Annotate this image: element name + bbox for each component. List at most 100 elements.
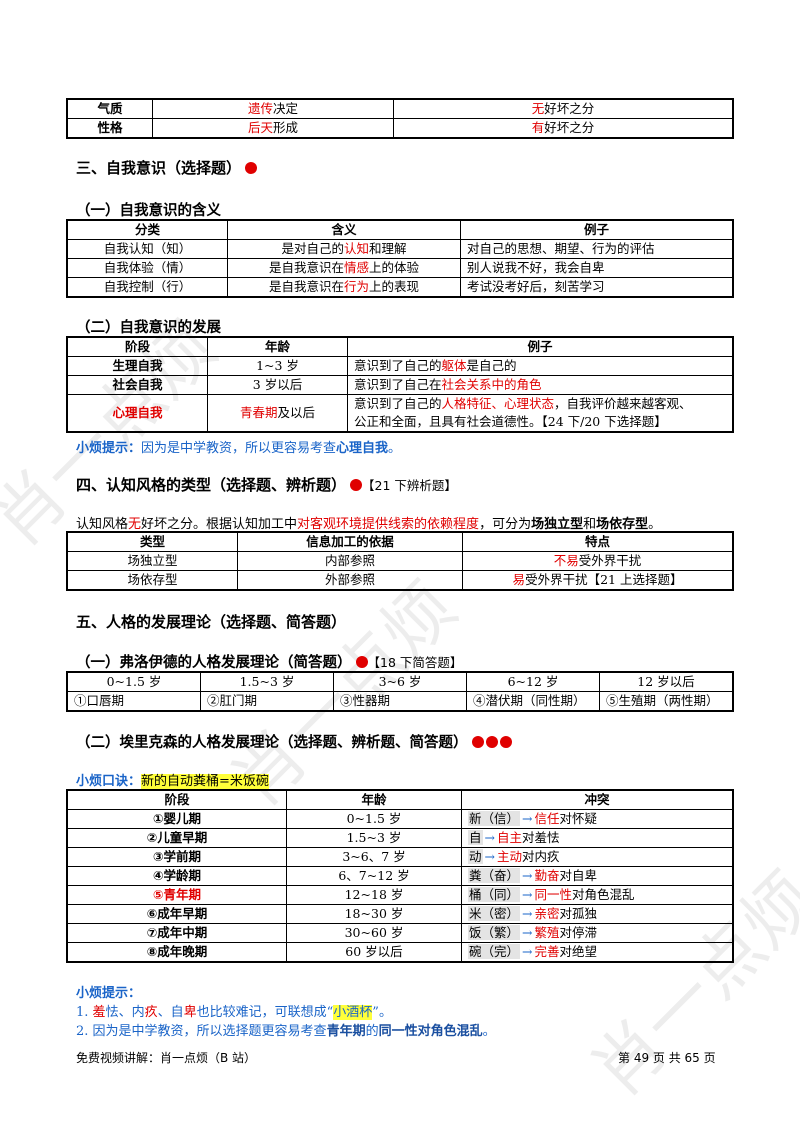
eval-cell: 无好坏之分 (393, 98, 734, 119)
table-row: 自我体验（情） 是自我意识在情感上的体验 别人说我不好，我会自卑 (66, 258, 734, 278)
section5-tip-1: 1. 羞怯、内疚、自卑也比较难记，可联想成“小酒杯”。 (76, 1005, 392, 1020)
conflict-tail: 对角色混乱 (572, 887, 635, 902)
stage-cell: ①口唇期 (66, 691, 201, 712)
stage-cell: ⑦成年中期 (66, 923, 287, 943)
importance-dot-icon (499, 736, 512, 748)
table-row: 自我控制（行） 是自我意识在行为上的表现 考试没考好后，刻苦学习 (66, 277, 734, 298)
age-cell: 60 岁以后 (286, 942, 462, 963)
type-cell: 场依存型 (66, 570, 238, 591)
feature-cell: 易受外界干扰【21 上选择题】 (462, 570, 734, 591)
col-header: 例子 (347, 336, 734, 357)
conflict-cell: 米（密）→亲密对孤独 (461, 904, 734, 924)
stage-cell: 社会自我 (66, 375, 208, 395)
age-cell: 0~1.5 岁 (66, 671, 201, 692)
conflict-cell: 新（信）→信任对怀疑 (461, 809, 734, 829)
table-row: 社会自我 3 岁以后 意识到了自己在社会关系中的角色 (66, 375, 734, 395)
conflict-positive-term: 自主 (497, 830, 523, 845)
arrow-right-icon: → (522, 868, 533, 883)
conflict-positive-term: 同一性 (534, 887, 573, 902)
col-header: 类型 (66, 531, 238, 552)
table-header-row: 阶段 年龄 冲突 (66, 789, 734, 810)
conflict-tail: 对绝望 (559, 944, 598, 959)
arrow-right-icon: → (522, 906, 533, 921)
mnemonic-word: 粪（奋） (468, 868, 521, 883)
footer-video-link: 免费视频讲解：肖一点烦（B 站） (76, 1051, 257, 1065)
meaning-cell: 是对自己的认知和理解 (227, 239, 461, 259)
section5-tip-label: 小烦提示： (76, 986, 142, 1001)
stage-cell: ⑧成年晚期 (66, 942, 287, 963)
table-row: 场独立型 内部参照 不易受外界干扰 (66, 551, 734, 571)
stage-cell: ⑥成年早期 (66, 904, 287, 924)
importance-dot-icon (485, 736, 498, 748)
col-header: 年龄 (207, 336, 348, 357)
col-header: 年龄 (286, 789, 462, 810)
col-header: 阶段 (66, 789, 287, 810)
table-row: 场依存型 外部参照 易受外界干扰【21 上选择题】 (66, 570, 734, 591)
arrow-right-icon: → (484, 849, 495, 864)
conflict-tail: 对孤独 (559, 906, 598, 921)
category-cell: 自我控制（行） (66, 277, 228, 298)
mnemonic-word: 桶（同） (468, 887, 521, 902)
age-cell: 18~30 岁 (286, 904, 462, 924)
col-header: 分类 (66, 219, 228, 240)
erikson-heading: （二）埃里克森的人格发展理论（选择题、辨析题、简答题） (76, 731, 512, 752)
age-cell: 30~60 岁 (286, 923, 462, 943)
table-row: 自我认知（知） 是对自己的认知和理解 对自己的思想、期望、行为的评估 (66, 239, 734, 259)
table-header-row: 阶段 年龄 例子 (66, 336, 734, 357)
table-row: 生理自我 1~3 岁 意识到了自己的躯体是自己的 (66, 356, 734, 376)
conflict-positive-term: 主动 (497, 849, 523, 864)
mnemonic-line: 小烦口诀：新的自动粪桶=米饭碗 (76, 774, 269, 789)
mnemonic-word: 碗（完） (468, 944, 521, 959)
section3-sub1-heading: （一）自我意识的含义 (76, 203, 221, 219)
age-cell: 1~3 岁 (207, 356, 348, 376)
age-cell: 3 岁以后 (207, 375, 348, 395)
importance-dot-icon (350, 479, 363, 491)
stage-cell: ⑤生殖期（两性期） (599, 691, 734, 712)
age-cell: 12~18 岁 (286, 885, 462, 905)
conflict-tail: 对羞怯 (522, 830, 560, 845)
cognitive-style-intro: 认知风格无好坏之分。根据认知加工中对客观环境提供线索的依赖程度，可分为场独立型和… (76, 517, 662, 532)
freud-stage-table: 0~1.5 岁 1.5~3 岁 3~6 岁 6~12 岁 12 岁以后 ①口唇期… (66, 671, 734, 712)
age-cell: 6、7~12 岁 (286, 866, 462, 886)
arrow-right-icon: → (484, 830, 495, 845)
conflict-positive-term: 亲密 (534, 906, 560, 921)
age-cell: 6~12 岁 (466, 671, 600, 692)
conflict-tail: 对停滞 (559, 925, 598, 940)
age-cell: 12 岁以后 (599, 671, 734, 692)
age-cell: 3~6 岁 (333, 671, 467, 692)
mnemonic-word: 饭（繁） (468, 925, 521, 940)
arrow-right-icon: → (522, 944, 533, 959)
category-cell: 自我认知（知） (66, 239, 228, 259)
footer-page-number: 第 49 页 共 65 页 (618, 1051, 716, 1065)
conflict-cell: 动→主动对内疚 (461, 847, 734, 867)
stage-cell: ④学龄期 (66, 866, 287, 886)
section3-tip: 小烦提示：因为是中学教资，所以更容易考查心理自我。 (76, 441, 402, 456)
age-cell: 3~6、7 岁 (286, 847, 462, 867)
basis-cell: 内部参照 (237, 551, 463, 571)
conflict-tail: 对自卑 (559, 868, 598, 883)
col-header: 信息加工的依据 (237, 531, 463, 552)
mnemonic-word: 米（密） (468, 906, 521, 921)
example-cell: 对自己的思想、期望、行为的评估 (460, 239, 734, 259)
stage-cell: ②肛门期 (200, 691, 334, 712)
stage-cell: ⑤青年期 (66, 885, 287, 905)
conflict-cell: 粪（奋）→勤奋对自卑 (461, 866, 734, 886)
age-cell: 0~1.5 岁 (286, 809, 462, 829)
self-awareness-meaning-table: 分类 含义 例子 自我认知（知） 是对自己的认知和理解 对自己的思想、期望、行为… (66, 219, 734, 298)
col-header: 冲突 (461, 789, 734, 810)
importance-dot-icon (471, 736, 484, 748)
type-cell: 场独立型 (66, 551, 238, 571)
cause-cell: 后天形成 (152, 118, 394, 139)
table-header-row: 分类 含义 例子 (66, 219, 734, 240)
conflict-cell: 自→自主对羞怯 (461, 828, 734, 848)
table-row: 心理自我 青春期及以后 意识到了自己的人格特征、心理状态，自我评价越来越客观、公… (66, 394, 734, 433)
meaning-cell: 是自我意识在情感上的体验 (227, 258, 461, 278)
example-cell: 意识到了自己的人格特征、心理状态，自我评价越来越客观、公正和全面，且具有社会道德… (347, 394, 734, 433)
